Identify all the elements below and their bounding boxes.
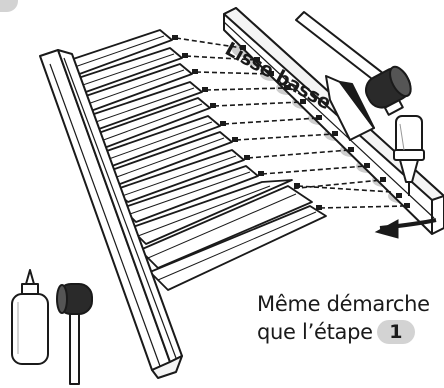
dowel-guides [175, 37, 405, 209]
small-mallet-icon [56, 283, 93, 385]
dowels [172, 35, 410, 210]
step-number-badge: 1 [376, 320, 415, 344]
picket-grooves [65, 35, 317, 281]
previous-step-badge [0, 0, 18, 12]
caption-line-1: Même démarche [257, 292, 430, 316]
left-stile [39, 49, 183, 379]
glue-bottle-icon [393, 115, 425, 196]
wedge-block [325, 75, 375, 141]
direction-arrow [374, 218, 437, 239]
small-glue-bottle-icon [11, 269, 49, 365]
mallet-icon [295, 11, 412, 116]
caption-line-2-text: que l’étape [257, 320, 373, 344]
